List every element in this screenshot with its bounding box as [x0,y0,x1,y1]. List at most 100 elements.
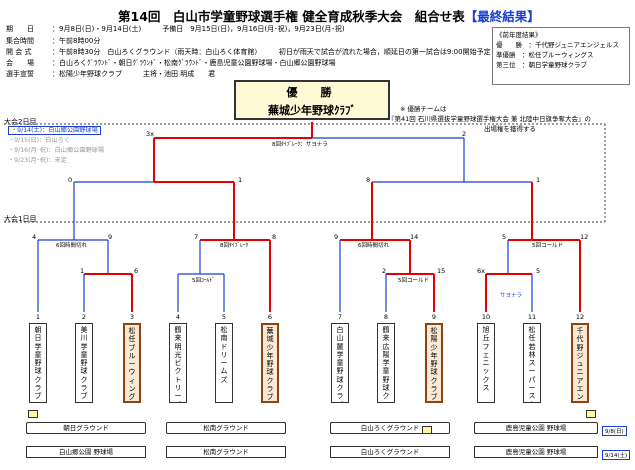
ground-2: 松南グラウンド [166,422,286,434]
score-qf2-left: 7 [194,233,199,241]
score-qf4-left: 5 [502,233,507,241]
team-number: 11 [527,313,537,321]
ground-4: 鹿島児童公園 野球場 [474,422,598,434]
team-name: 鶴来広陽学童野球クラブ [382,326,390,402]
champion-name: 蕪城少年野球ｸﾗﾌﾞ [268,104,356,117]
team-name: 朝日学童野球クラブ [34,326,42,401]
team-name: 白山麓学童野球クラブ [336,326,344,402]
period-label: 期 日 [6,25,34,33]
date-note-1: 9/8(日) [602,426,627,436]
day2-item: ・9/16(月･祝)：白山郷公園野球場 [8,147,105,154]
team-name: 松任若林スーパースターズ [528,326,536,402]
venue-2: 松南グラウンド [166,446,286,458]
oath-label: 選手宣誓 [6,70,34,78]
venue-label: 会 場 [6,59,34,67]
team-name: 鶴来明光ビクトリーズ [174,326,182,402]
score-sf1-right: 1 [238,176,243,184]
note-r1c: 5回コールド [398,278,429,284]
venue-value: ：白山ろくｸﾞﾗｳﾝﾄﾞ・朝日ｸﾞﾗｳﾝﾄﾞ・松南ｸﾞﾗｳﾝﾄﾞ・鹿島児童公園野… [52,59,336,67]
score-qf4-right: 12 [580,233,589,241]
note-line3: 出場権を獲得する [484,125,536,133]
note-block: 『第41回 石川県選抜学童野球選手権大会 兼 北陸中日旗争奪大会』の 出場権を獲… [388,114,591,134]
meet-value: ：午前8時00分 [52,37,101,45]
team-number: 12 [575,313,585,321]
venue-3: 白山ろくグラウンド [330,446,450,458]
score-final-right: 2 [462,130,467,138]
score-r1a-left: 1 [80,267,85,275]
team-name: 旭丘フェニックス [482,326,490,393]
meet-label: 集合時間 [6,37,34,45]
score-qf1-left: 4 [32,233,37,241]
team-box: 朝日学童野球クラブ [29,323,47,403]
score-r1a-right: 6 [134,267,139,275]
note-qf3: 6回時間切れ [358,243,389,249]
team-box: 鶴来明光ビクトリーズ [169,323,187,403]
team-number: 5 [221,313,227,321]
score-final-left: 3x [146,130,154,138]
team-number: 8 [383,313,389,321]
champion-title: 優 勝 [286,86,338,99]
team-box: 松任ブルーウィングス [123,323,141,403]
note-final: 8回ﾀｲﾌﾞﾚｰｸ：サヨナラ [272,142,328,148]
venue-4: 鹿島児童公園 野球場 [474,446,598,458]
team-number: 9 [431,313,437,321]
opening-label: 開 会 式 [6,48,32,56]
team-box: 松南ドリームズ [215,323,233,403]
previous-result-heading: 《前年度結果》 [496,31,542,39]
champion-box: 優 勝 蕪城少年野球ｸﾗﾌﾞ [234,80,390,120]
previous-result-row: 準優勝 ：松任ブルーウィングス [496,51,594,59]
team-number: 6 [267,313,273,321]
score-sf1-left: 0 [68,176,73,184]
team-number: 3 [129,313,135,321]
title-final: 【最終結果】 [464,9,540,24]
team-box: 松陽少年野球クラブ [425,323,443,403]
day2-list: ・9/14(土)：白山郷公園野球場 ・9/15(日)：白山ろく ・9/16(月･… [8,126,104,166]
team-number: 7 [337,313,343,321]
date-note-2: 9/14(土) [602,450,631,460]
team-number: 10 [481,313,491,321]
note-qf4: 5回コールド [532,243,563,249]
score-qf2-right: 8 [272,233,277,241]
score-qf1-right: 9 [108,233,113,241]
venue-1: 白山郷公園 野球場 [26,446,146,458]
team-name: 松任ブルーウィングス [128,327,136,402]
opening-value: ：午前8時30分 白山ろくグラウンド（雨天時：白山ろく体育館） 初日が雨天で試合… [52,48,491,56]
day2-item: ・9/14(土)：白山郷公園野球場 [8,126,104,136]
team-box: 鶴来広陽学童野球クラブ [377,323,395,403]
score-qf3-right: 14 [410,233,419,241]
score-qf3-left: 9 [334,233,339,241]
team-box: 蕪城少年野球クラブ [261,323,279,403]
team-number: 4 [175,313,181,321]
ground-3: 白山ろくグラウンド [330,422,450,434]
previous-result-box: 《前年度結果》 優 勝 ：千代野ジュニアエンジェルス 準優勝 ：松任ブルーウィン… [492,27,630,85]
period-value: ：9月8日(日)・9月14日(土) 予備日 9月15日(日)，9月16日(月･祝… [52,25,345,33]
day2-item-current: ・9/14(土)：白山郷公園野球場 [8,126,101,135]
title-main: 第14回 白山市学童野球選手権 健全育成秋季大会 組合せ表 [118,9,465,24]
previous-result-row: 優 勝 ：千代野ジュニアエンジェルス [496,41,620,49]
team-number: 2 [81,313,87,321]
ground-1: 朝日グラウンド [26,422,146,434]
note-qf2: 8回ﾀｲﾌﾞﾚｰｸ [220,243,249,249]
team-name: 松南ドリームズ [220,326,228,384]
marker-icon [586,410,596,418]
team-name: 千代野ジュニアエンジェルス [576,327,584,402]
team-number: 1 [35,313,41,321]
team-name: 松陽少年野球クラブ [430,327,438,402]
note-line1: ※ 優勝チームは [400,105,447,113]
team-name: 美川学童野球クラブ [80,326,88,401]
team-box: 旭丘フェニックス [477,323,495,403]
previous-result-row: 第三位 ：朝日学童野球クラブ [496,61,587,69]
day2-label: 大会2日目 [4,118,37,126]
score-sf2-left: 8 [366,176,371,184]
day2-item: ・9/23(月･祝)：未定 [8,157,67,164]
note-r1d: サヨナラ [500,293,523,299]
marker-icon [422,426,432,434]
marker-icon [28,410,38,418]
note-r1b: 5回ｺｰﾙﾄﾞ [192,278,215,284]
note-qf1: 6回時間切れ [56,243,87,249]
score-r1c-right: 5 [536,267,541,275]
team-box: 白山麓学童野球クラブ [331,323,349,403]
note-line2: 『第41回 石川県選抜学童野球選手権大会 兼 北陸中日旗争奪大会』の [388,115,591,123]
score-r1c-left: 6x [477,267,485,275]
